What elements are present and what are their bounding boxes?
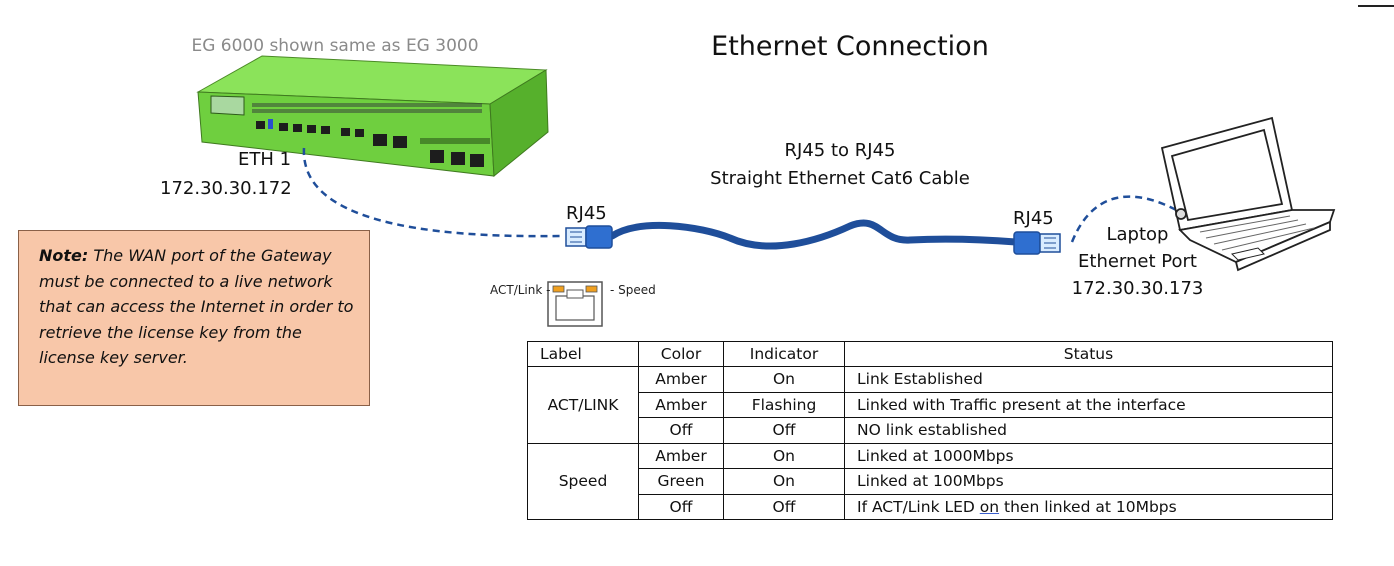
cell-indicator: Off <box>723 493 845 520</box>
table-row: Off Off If ACT/Link LED on then linked a… <box>528 493 1333 520</box>
header-indicator: Indicator <box>723 341 845 367</box>
group-label: ACT/LINK <box>527 366 639 444</box>
cable-line-2: Straight Ethernet Cat6 Cable <box>710 168 970 189</box>
eth1-ip-label: 172.30.30.172 <box>160 178 292 199</box>
cell-status: Linked at 1000Mbps <box>844 442 1333 469</box>
cat6-cable <box>608 219 1020 250</box>
rj45-left-label: RJ45 <box>566 203 607 224</box>
cell-indicator: On <box>723 442 845 469</box>
laptop-ip: 172.30.30.173 <box>1071 278 1204 299</box>
cell-color: Amber <box>638 366 724 393</box>
note-box: Note: The WAN port of the Gateway must b… <box>18 230 370 406</box>
act-link-led <box>552 285 565 293</box>
table-row: Off Off NO link established <box>528 417 1333 444</box>
speed-led <box>585 285 598 293</box>
status-text-underlined: on <box>979 497 1000 516</box>
cell-status: Link Established <box>844 366 1333 393</box>
diagram-title: Ethernet Connection <box>711 31 989 62</box>
cable-line-1: RJ45 to RJ45 <box>784 140 896 161</box>
device-caption: EG 6000 shown same as EG 3000 <box>191 36 479 56</box>
laptop-port-label: Laptop Ethernet Port 172.30.30.173 <box>1050 221 1225 302</box>
rj45-left-connector-icon <box>565 225 613 249</box>
table-row: Speed Amber On Linked at 1000Mbps <box>527 442 1333 520</box>
laptop-line-2: Ethernet Port <box>1078 251 1197 272</box>
laptop-line-1: Laptop <box>1106 224 1169 245</box>
cell-color: Green <box>638 468 724 495</box>
cell-indicator: Off <box>723 417 845 444</box>
eth1-dashed-cable <box>302 147 561 238</box>
cell-status: NO link established <box>844 417 1333 444</box>
table-row: Green On Linked at 100Mbps <box>528 468 1333 495</box>
laptop-icon <box>1160 116 1336 272</box>
jack-speed-label: - Speed <box>610 283 656 297</box>
cell-indicator: Flashing <box>723 391 845 418</box>
rj45-jack-icon <box>547 281 603 327</box>
status-text-post: then linked at 10Mbps <box>999 497 1177 516</box>
led-status-table: Label Color Indicator Status ACT/LINK Am… <box>527 341 1333 520</box>
note-text: The WAN port of the Gateway must be conn… <box>39 246 354 367</box>
group-label: Speed <box>527 442 639 520</box>
table-row: ACT/LINK Amber On Link Established <box>527 366 1333 444</box>
cell-status: Linked at 100Mbps <box>844 468 1333 495</box>
jack-act-link-label: ACT/Link - <box>490 283 551 297</box>
corner-rule <box>1358 5 1394 7</box>
cell-color: Amber <box>638 391 724 418</box>
cell-color: Off <box>638 493 724 520</box>
cell-status: If ACT/Link LED on then linked at 10Mbps <box>844 493 1333 520</box>
cell-indicator: On <box>723 366 845 393</box>
rj45-right-connector-icon <box>1013 231 1061 255</box>
cable-description: RJ45 to RJ45 Straight Ethernet Cat6 Cabl… <box>680 137 1000 193</box>
status-text-pre: If ACT/Link LED <box>857 497 980 516</box>
header-status: Status <box>844 341 1333 367</box>
eth1-port-label: ETH 1 <box>238 149 292 170</box>
rj45-right-label: RJ45 <box>1013 208 1054 229</box>
cell-color: Off <box>638 417 724 444</box>
cell-indicator: On <box>723 468 845 495</box>
header-label: Label <box>527 341 639 367</box>
header-color: Color <box>638 341 724 367</box>
table-row: Amber Flashing Linked with Traffic prese… <box>528 391 1333 418</box>
cell-status: Linked with Traffic present at the inter… <box>844 391 1333 418</box>
gateway-device-image <box>196 55 549 178</box>
cell-color: Amber <box>638 442 724 469</box>
note-label: Note: <box>39 246 89 265</box>
table-header-row: Label Color Indicator Status <box>527 341 1333 367</box>
